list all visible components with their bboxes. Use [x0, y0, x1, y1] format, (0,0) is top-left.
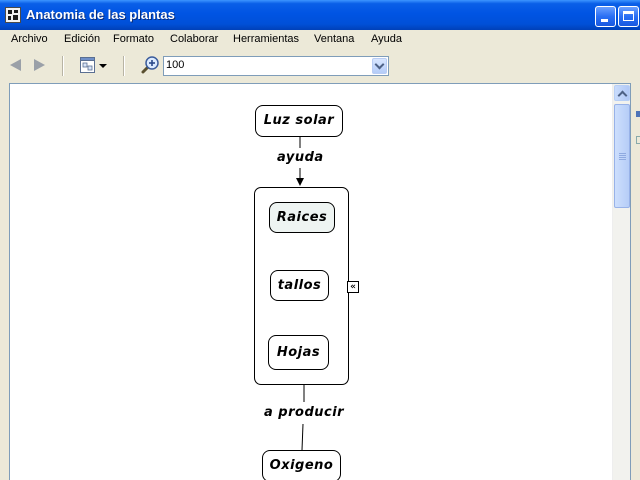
scroll-thumb[interactable]: [614, 104, 630, 208]
menu-ayuda[interactable]: Ayuda: [371, 33, 402, 45]
toolbar: 100: [0, 48, 640, 144]
vertical-scrollbar[interactable]: [612, 84, 630, 480]
side-panel-edge[interactable]: [636, 111, 640, 117]
menu-herramientas[interactable]: Herramientas: [233, 33, 300, 45]
link-label-a-producir[interactable]: a producir: [264, 403, 345, 423]
concept-node-hojas[interactable]: Hojas: [268, 335, 329, 370]
view-layout-icon[interactable]: [80, 57, 95, 73]
minimize-icon: [601, 19, 608, 22]
concept-map-canvas[interactable]: « Luz solar ayuda Raices tallos Hojas a …: [9, 83, 631, 480]
collapse-group-button[interactable]: «: [347, 281, 359, 293]
window-title: Anatomia de las plantas: [26, 7, 175, 22]
concept-node-oxigeno[interactable]: Oxigeno: [262, 450, 341, 480]
toolbar-separator: [123, 56, 125, 76]
menu-edicion[interactable]: Edición: [64, 33, 101, 45]
side-panel-edge[interactable]: [636, 136, 640, 144]
chevron-down-icon[interactable]: [99, 64, 107, 68]
menu-ventana[interactable]: Ventana: [314, 33, 355, 45]
scroll-up-button[interactable]: [614, 85, 630, 101]
toolbar-separator: [62, 56, 64, 76]
maximize-icon: [623, 11, 634, 21]
concept-node-luz-solar[interactable]: Luz solar: [255, 105, 343, 137]
chevron-down-icon: [374, 59, 385, 70]
menu-bar: Archivo Edición Formato Colaborar Herram…: [0, 30, 640, 48]
link-label-ayuda[interactable]: ayuda: [277, 149, 324, 167]
concept-node-raices[interactable]: Raices: [269, 202, 335, 233]
zoom-value[interactable]: 100: [166, 59, 185, 71]
arrow-right-icon[interactable]: [34, 59, 45, 71]
maximize-button[interactable]: [618, 6, 639, 27]
menu-archivo[interactable]: Archivo: [11, 33, 48, 45]
menu-colaborar[interactable]: Colaborar: [170, 33, 219, 45]
title-bar[interactable]: Anatomia de las plantas: [0, 0, 640, 30]
zoom-dropdown-button[interactable]: [372, 58, 387, 74]
app-icon[interactable]: [5, 7, 21, 23]
minimize-button[interactable]: [595, 6, 616, 27]
connector-producir-oxigeno: [301, 423, 304, 451]
concept-node-tallos[interactable]: tallos: [270, 270, 329, 301]
zoom-in-icon[interactable]: [140, 55, 160, 75]
arrow-left-icon[interactable]: [10, 59, 21, 71]
menu-formato[interactable]: Formato: [113, 33, 154, 45]
chevron-up-icon: [617, 90, 628, 101]
zoom-combobox[interactable]: 100: [163, 56, 389, 76]
